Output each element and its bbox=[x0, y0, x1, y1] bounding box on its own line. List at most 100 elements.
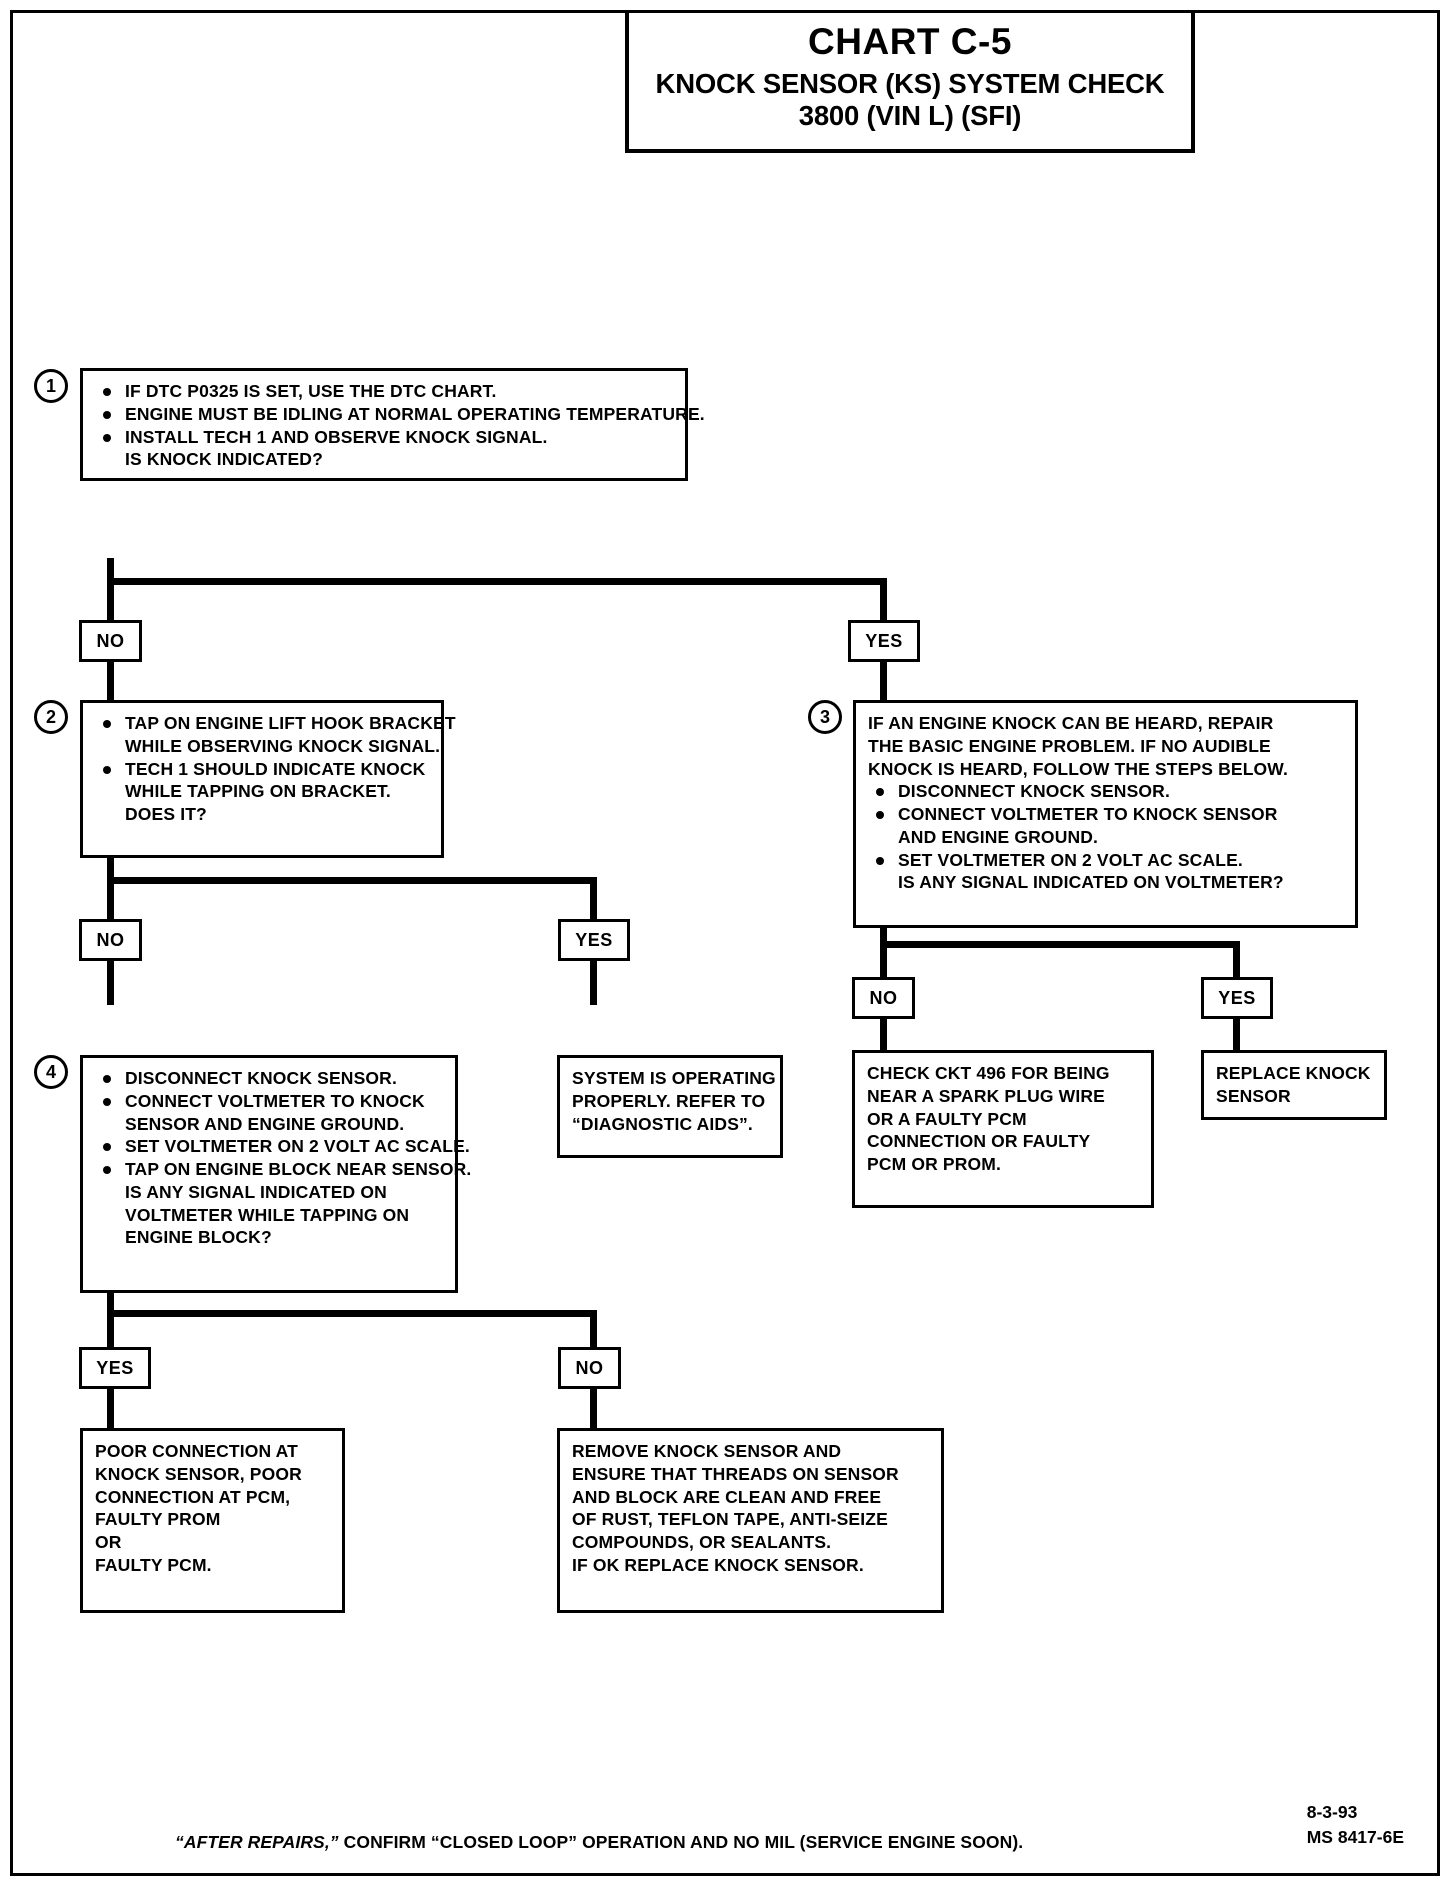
box-step-4: DISCONNECT KNOCK SENSOR. CONNECT VOLTMET… bbox=[80, 1055, 471, 1293]
box2-line-2: WHILE OBSERVING KNOCK SIGNAL. bbox=[125, 735, 441, 756]
branch-label-yes-2: YES bbox=[558, 919, 630, 961]
ckt-line-4: CONNECTION OR FAULTY bbox=[867, 1131, 1091, 1152]
connector-no2-to-box4 bbox=[107, 960, 114, 1005]
box2-line-3: TECH 1 SHOULD INDICATE KNOCK bbox=[95, 758, 431, 781]
step-3-circle: 3 bbox=[808, 700, 842, 734]
chart-number: CHART C-5 bbox=[808, 21, 1012, 62]
connector-box2-no-riser bbox=[107, 877, 114, 921]
connector-box1-yes-riser bbox=[880, 578, 887, 622]
connector-box3-no-riser bbox=[880, 941, 887, 979]
footer-note-emphasis: “AFTER REPAIRS,” bbox=[175, 1832, 339, 1852]
chart-title-line2: 3800 (VIN L) (SFI) bbox=[798, 99, 1022, 131]
step-4-circle: 4 bbox=[34, 1055, 68, 1089]
replace-line-1: REPLACE KNOCK bbox=[1216, 1063, 1371, 1083]
page-border bbox=[10, 10, 1440, 1876]
remove-line-5: COMPOUNDS, OR SEALANTS. bbox=[572, 1532, 832, 1552]
replace-line-2: SENSOR bbox=[1216, 1085, 1291, 1106]
branch-label-yes-3: YES bbox=[1201, 977, 1273, 1019]
box4-line-1: DISCONNECT KNOCK SENSOR. bbox=[95, 1067, 445, 1090]
step-1-circle: 1 bbox=[34, 369, 68, 403]
box4-line-8: ENGINE BLOCK? bbox=[125, 1227, 272, 1248]
box4-line-6: IS ANY SIGNAL INDICATED ON bbox=[125, 1181, 387, 1202]
branch-label-no-1: NO bbox=[79, 620, 142, 662]
poorconn-line-2: KNOCK SENSOR, POOR bbox=[95, 1463, 302, 1484]
connector-box1-bus bbox=[107, 578, 887, 585]
connector-no1-to-box2 bbox=[107, 661, 114, 701]
connector-yes3-to-replace bbox=[1233, 1018, 1240, 1050]
connector-box2-stem bbox=[107, 855, 114, 883]
connector-box1-no-riser bbox=[107, 578, 114, 622]
box-poor-connection: POOR CONNECTION AT KNOCK SENSOR, POOR CO… bbox=[80, 1428, 345, 1613]
box2-line-5: DOES IT? bbox=[125, 804, 207, 824]
footer-note-rest: CONFIRM “CLOSED LOOP” OPERATION AND NO M… bbox=[338, 1832, 1024, 1852]
box3-line-5: CONNECT VOLTMETER TO KNOCK SENSOR bbox=[868, 803, 1345, 826]
chart-header: CHART C-5 KNOCK SENSOR (KS) SYSTEM CHECK… bbox=[625, 13, 1195, 153]
connector-yes2-to-sysok bbox=[590, 960, 597, 1005]
box3-line-2: THE BASIC ENGINE PROBLEM. IF NO AUDIBLE bbox=[868, 735, 1271, 756]
box1-line-1: IF DTC P0325 IS SET, USE THE DTC CHART. bbox=[95, 380, 675, 403]
poorconn-line-1: POOR CONNECTION AT bbox=[95, 1441, 298, 1461]
box4-line-3: SENSOR AND ENGINE GROUND. bbox=[125, 1113, 405, 1134]
connector-box4-no-riser bbox=[590, 1310, 597, 1350]
box-step-3: IF AN ENGINE KNOCK CAN BE HEARD, REPAIR … bbox=[853, 700, 1358, 928]
box3-line-3: KNOCK IS HEARD, FOLLOW THE STEPS BELOW. bbox=[868, 758, 1289, 779]
box-remove-knock-sensor: REMOVE KNOCK SENSOR AND ENSURE THAT THRE… bbox=[557, 1428, 944, 1613]
branch-label-yes-4: YES bbox=[79, 1347, 151, 1389]
box1-line-4: IS KNOCK INDICATED? bbox=[125, 449, 323, 470]
connector-box4-stem bbox=[107, 1290, 114, 1316]
branch-label-no-3: NO bbox=[852, 977, 915, 1019]
connector-box2-yes-riser bbox=[590, 877, 597, 921]
connector-box2-bus bbox=[107, 877, 597, 884]
box3-line-4: DISCONNECT KNOCK SENSOR. bbox=[868, 780, 1345, 803]
branch-label-no-4: NO bbox=[558, 1347, 621, 1389]
poorconn-line-4: FAULTY PROM bbox=[95, 1509, 221, 1530]
remove-line-3: AND BLOCK ARE CLEAN AND FREE bbox=[572, 1486, 882, 1507]
connector-box3-bus bbox=[880, 941, 1240, 948]
connector-no3-to-ckt bbox=[880, 1018, 887, 1050]
box-system-operating-properly: SYSTEM IS OPERATING PROPERLY. REFER TO “… bbox=[557, 1055, 783, 1158]
box3-line-8: IS ANY SIGNAL INDICATED ON VOLTMETER? bbox=[898, 872, 1284, 893]
connector-no4-to-remove bbox=[590, 1389, 597, 1429]
remove-line-4: OF RUST, TEFLON TAPE, ANTI-SEIZE bbox=[572, 1509, 888, 1530]
ckt-line-1: CHECK CKT 496 FOR BEING bbox=[867, 1063, 1110, 1083]
box3-line-7: SET VOLTMETER ON 2 VOLT AC SCALE. bbox=[868, 849, 1345, 872]
branch-label-no-2: NO bbox=[79, 919, 142, 961]
sysok-line-2: PROPERLY. REFER TO bbox=[572, 1090, 766, 1111]
step-2-circle: 2 bbox=[34, 700, 68, 734]
footer-date: 8-3-93 bbox=[1306, 1802, 1358, 1822]
poorconn-line-3: CONNECTION AT PCM, bbox=[95, 1486, 291, 1507]
box1-line-3: INSTALL TECH 1 AND OBSERVE KNOCK SIGNAL. bbox=[95, 426, 675, 449]
ckt-line-5: PCM OR PROM. bbox=[867, 1154, 1002, 1174]
sysok-line-1: SYSTEM IS OPERATING bbox=[572, 1068, 776, 1088]
connector-yes1-to-box3 bbox=[880, 661, 887, 701]
chart-title-line1: KNOCK SENSOR (KS) SYSTEM CHECK bbox=[655, 67, 1165, 99]
remove-line-1: REMOVE KNOCK SENSOR AND bbox=[572, 1441, 842, 1461]
remove-line-6: IF OK REPLACE KNOCK SENSOR. bbox=[572, 1554, 864, 1575]
poorconn-line-5: OR bbox=[95, 1532, 122, 1552]
connector-yes4-to-poorconn bbox=[107, 1389, 114, 1429]
box-step-2: TAP ON ENGINE LIFT HOOK BRACKET WHILE OB… bbox=[80, 700, 456, 858]
box3-line-1: IF AN ENGINE KNOCK CAN BE HEARD, REPAIR bbox=[868, 713, 1274, 733]
box1-line-2: ENGINE MUST BE IDLING AT NORMAL OPERATIN… bbox=[95, 403, 705, 426]
box4-line-7: VOLTMETER WHILE TAPPING ON bbox=[125, 1204, 410, 1225]
sysok-line-3: “DIAGNOSTIC AIDS”. bbox=[572, 1113, 753, 1134]
remove-line-2: ENSURE THAT THREADS ON SENSOR bbox=[572, 1463, 899, 1484]
box4-line-4: SET VOLTMETER ON 2 VOLT AC SCALE. bbox=[95, 1135, 470, 1158]
poorconn-line-6: FAULTY PCM. bbox=[95, 1554, 212, 1575]
box-step-1: IF DTC P0325 IS SET, USE THE DTC CHART. … bbox=[80, 368, 705, 481]
box4-line-5: TAP ON ENGINE BLOCK NEAR SENSOR. bbox=[95, 1158, 471, 1181]
branch-label-yes-1: YES bbox=[848, 620, 920, 662]
box4-line-2: CONNECT VOLTMETER TO KNOCK bbox=[95, 1090, 445, 1113]
box2-line-4: WHILE TAPPING ON BRACKET. bbox=[125, 781, 391, 802]
connector-box3-yes-riser bbox=[1233, 941, 1240, 979]
connector-box4-yes-riser bbox=[107, 1310, 114, 1350]
footer-note: “AFTER REPAIRS,” CONFIRM “CLOSED LOOP” O… bbox=[175, 1832, 1023, 1853]
box-check-ckt-496: CHECK CKT 496 FOR BEING NEAR A SPARK PLU… bbox=[852, 1050, 1154, 1208]
box-replace-knock-sensor: REPLACE KNOCK SENSOR bbox=[1201, 1050, 1387, 1120]
footer-doc-id: MS 8417-6E bbox=[1306, 1827, 1404, 1848]
box3-line-6: AND ENGINE GROUND. bbox=[898, 826, 1099, 847]
connector-box4-bus bbox=[107, 1310, 597, 1317]
connector-box1-stem bbox=[107, 558, 114, 583]
connector-box3-stem bbox=[880, 925, 887, 947]
